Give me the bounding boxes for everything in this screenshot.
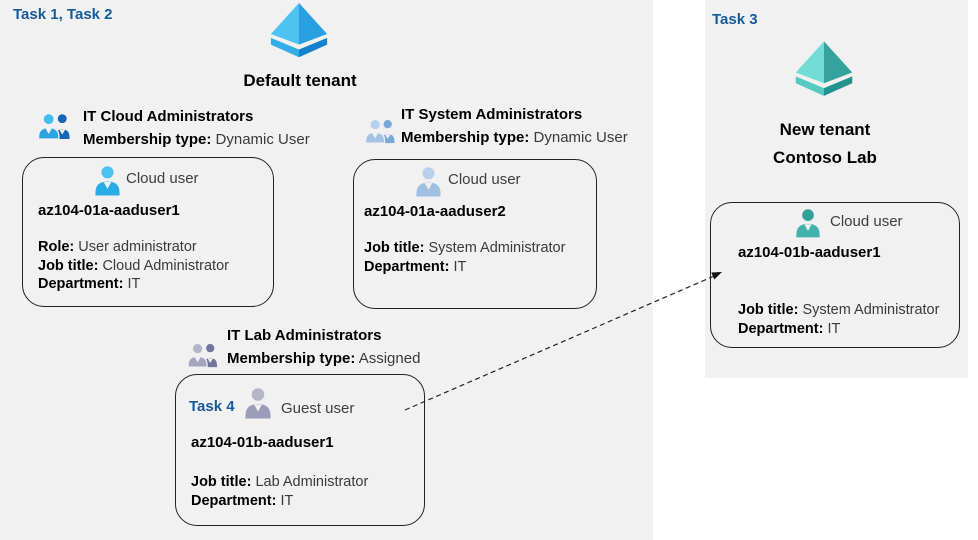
membership-type-value: Dynamic User — [533, 129, 628, 146]
user-type-label: Cloud user — [448, 171, 521, 188]
attribute-label: Department: — [364, 258, 450, 275]
user-attributes: Job title: Lab Administrator Department:… — [191, 473, 368, 510]
user-type-label: Cloud user — [830, 213, 903, 230]
attribute-label: Department: — [191, 492, 277, 509]
new-tenant-user-card: Cloud user az104-01b-aaduser1 Job title:… — [710, 202, 960, 348]
user-attribute-row: Department: IT — [191, 492, 368, 511]
attribute-label: Job title: — [738, 302, 799, 318]
user-attribute-row: Department: IT — [738, 320, 939, 339]
cloud-user-icon — [795, 208, 821, 238]
user-type-label: Guest user — [281, 400, 355, 417]
user-attribute-row: Role: User administrator — [38, 238, 229, 257]
user-card-aaduser1: Cloud user az104-01a-aaduser1 Role: User… — [22, 157, 274, 307]
group-membership-cloud-admins: Membership type: Dynamic User — [83, 131, 310, 148]
user-attribute-row: Job title: System Administrator — [738, 301, 939, 320]
attribute-label: Role: — [38, 239, 75, 255]
group-icon-cloud-admins — [37, 110, 72, 140]
default-tenant-panel — [0, 0, 653, 540]
attribute-label: Job title: — [38, 257, 99, 274]
membership-type-label: Membership type: — [83, 131, 212, 148]
attribute-label: Department: — [38, 276, 124, 292]
attribute-value: IT — [280, 492, 294, 509]
group-icon-lab-admins — [187, 340, 219, 368]
user-attribute-row: Job title: Cloud Administrator — [38, 257, 229, 276]
attribute-label: Department: — [738, 320, 824, 337]
user-attribute-row: Department: IT — [38, 275, 229, 294]
user-attributes: Role: User administrator Job title: Clou… — [38, 238, 229, 294]
membership-type-value: Assigned — [358, 350, 421, 367]
user-name: az104-01a-aaduser1 — [38, 202, 180, 219]
attribute-value: Lab Administrator — [255, 474, 369, 490]
user-attribute-row: Job title: Lab Administrator — [191, 473, 368, 492]
user-name: az104-01a-aaduser2 — [364, 203, 506, 220]
task-3-label: Task 3 — [712, 11, 758, 28]
task-4-label: Task 4 — [189, 398, 235, 415]
user-attributes: Job title: System Administrator Departme… — [738, 301, 939, 338]
new-tenant-title-line2: Contoso Lab — [773, 148, 877, 167]
group-title-lab-admins: IT Lab Administrators — [227, 327, 382, 344]
user-name: az104-01b-aaduser1 — [738, 244, 881, 261]
user-attributes: Job title: System Administrator Departme… — [364, 239, 565, 276]
attribute-value: IT — [827, 320, 841, 337]
membership-type-label: Membership type: — [227, 350, 356, 367]
attribute-value: System Administrator — [802, 302, 940, 318]
attribute-value: User administrator — [78, 239, 197, 255]
cloud-user-icon — [94, 165, 121, 196]
default-tenant-title: Default tenant — [243, 71, 357, 90]
attribute-label: Job title: — [191, 474, 252, 490]
guest-user-card-aaduser1: Task 4 Guest user az104-01b-aaduser1 Job… — [175, 374, 425, 526]
user-attribute-row: Job title: System Administrator — [364, 239, 565, 258]
new-tenant-title-line1: New tenant — [779, 120, 871, 139]
group-title-system-admins: IT System Administrators — [401, 106, 583, 123]
task-1-2-label: Task 1, Task 2 — [13, 6, 113, 23]
guest-user-icon — [244, 387, 272, 419]
attribute-label: Job title: — [364, 240, 425, 256]
group-membership-lab-admins: Membership type: Assigned — [227, 350, 420, 367]
user-card-aaduser2: Cloud user az104-01a-aaduser2 Job title:… — [353, 159, 597, 309]
azure-ad-tenant-icon — [261, 2, 337, 66]
attribute-value: Cloud Administrator — [102, 257, 229, 274]
membership-type-label: Membership type: — [401, 129, 530, 146]
attribute-value: IT — [453, 258, 467, 275]
attribute-value: IT — [127, 276, 141, 292]
membership-type-value: Dynamic User — [215, 131, 310, 148]
group-icon-system-admins — [364, 116, 397, 144]
user-type-label: Cloud user — [126, 170, 199, 187]
group-membership-system-admins: Membership type: Dynamic User — [401, 129, 628, 146]
user-name: az104-01b-aaduser1 — [191, 434, 334, 451]
attribute-value: System Administrator — [428, 240, 566, 256]
group-title-cloud-admins: IT Cloud Administrators — [83, 108, 254, 125]
azure-ad-new-tenant-icon — [787, 37, 861, 108]
cloud-user-icon — [415, 166, 442, 197]
user-attribute-row: Department: IT — [364, 258, 565, 277]
